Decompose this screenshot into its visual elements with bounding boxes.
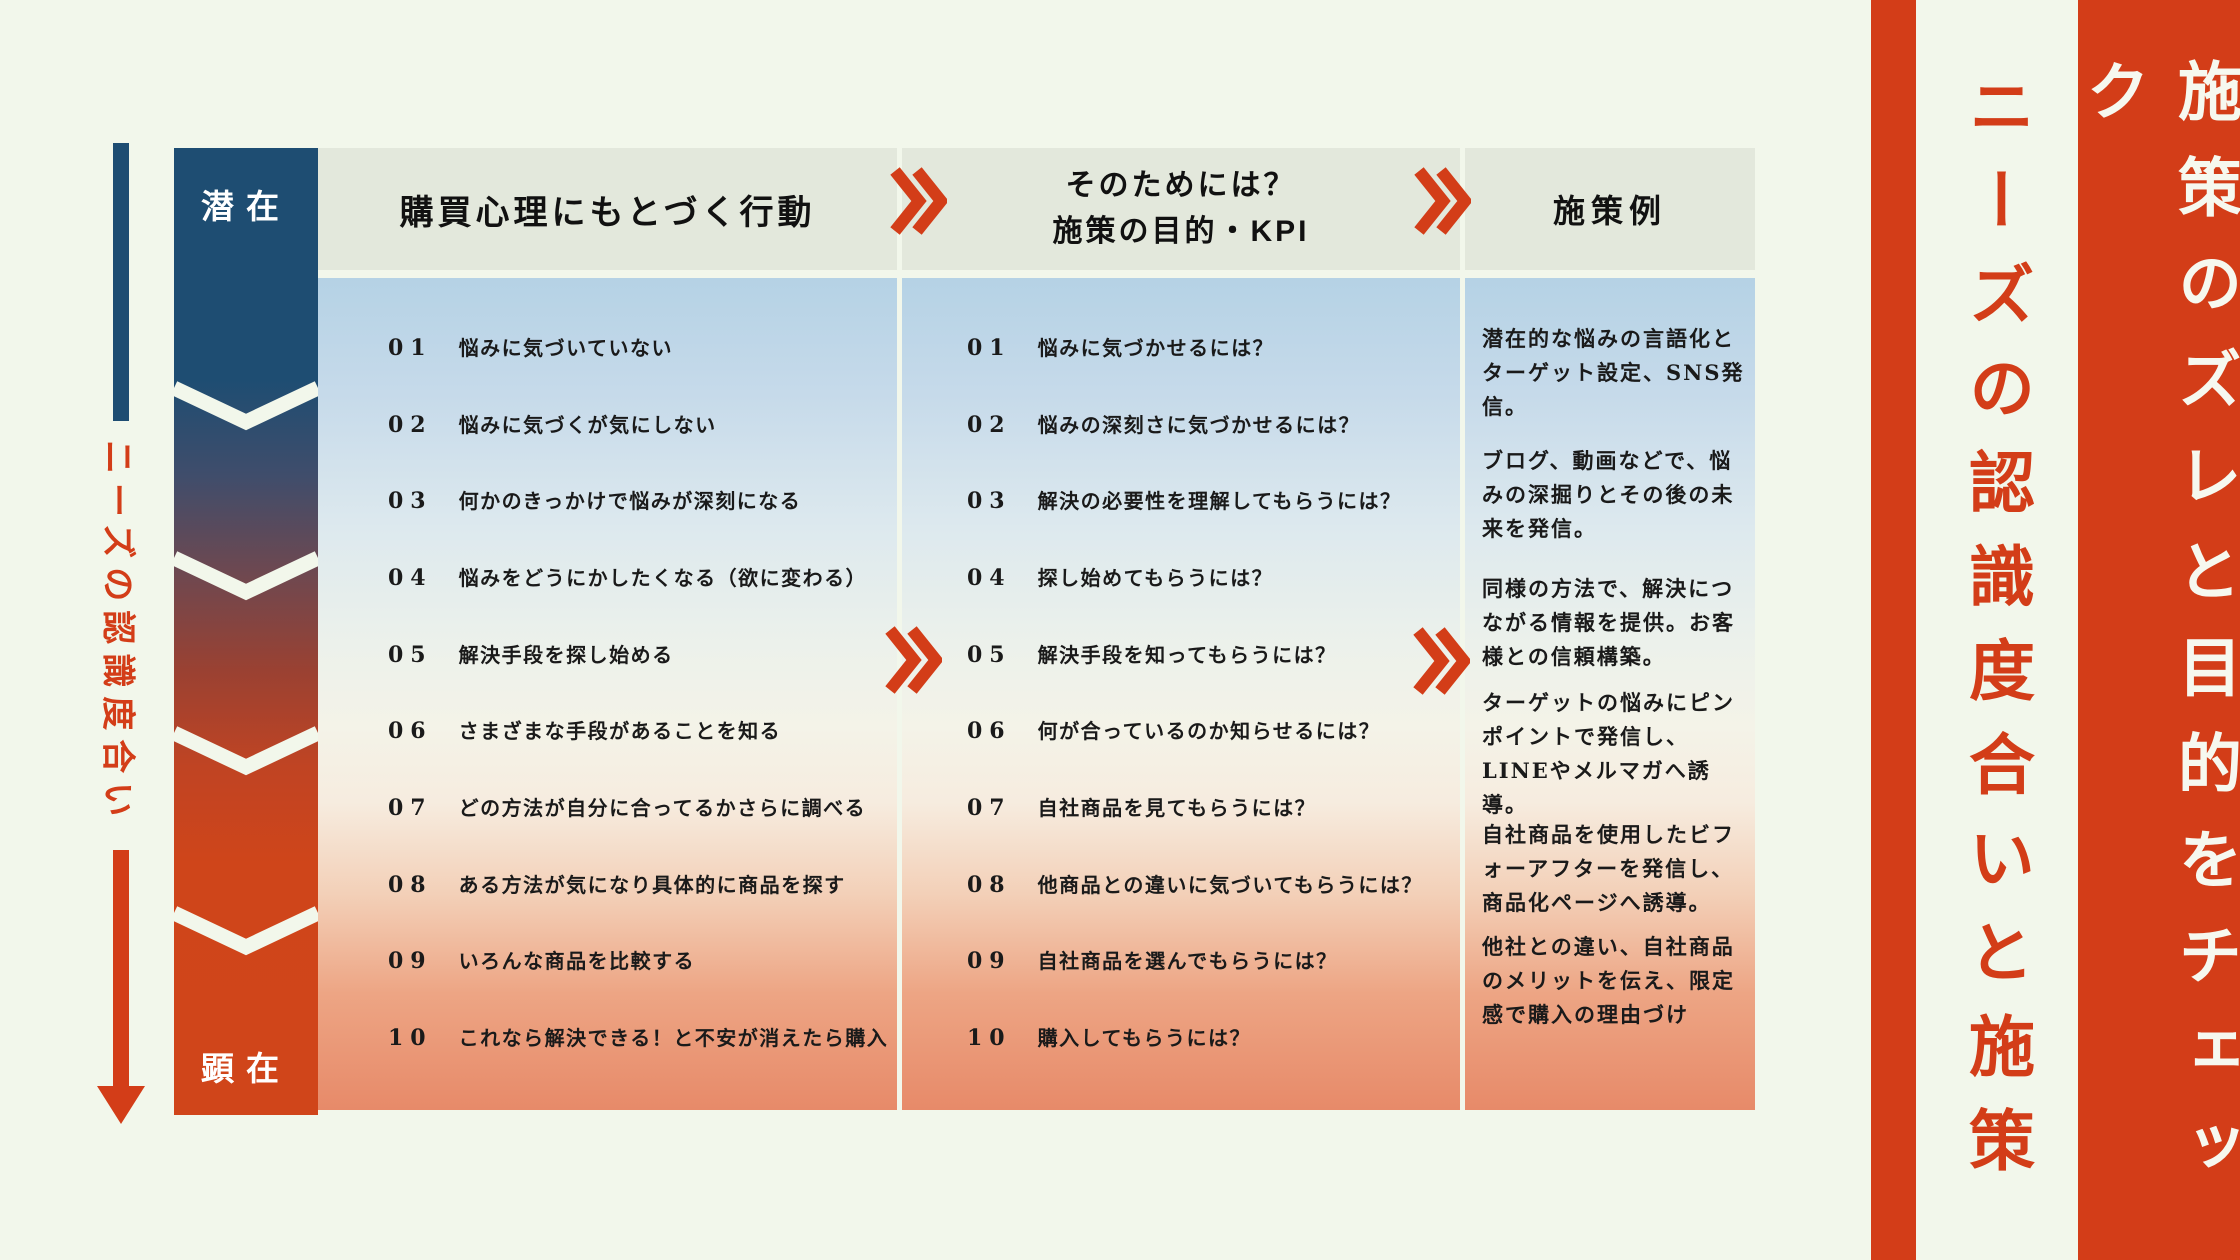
needs-axis-label-wrap: ニーズの認識度合い bbox=[90, 428, 152, 838]
row-number: 09 bbox=[388, 948, 433, 974]
double-chevron-icon bbox=[890, 167, 947, 235]
example-paragraph: ターゲットの悩みにピンポイントで発信し、LINEやメルマガへ誘導。 bbox=[1482, 690, 1735, 817]
row-number: 10 bbox=[967, 1025, 1012, 1051]
row-text: 探し始めてもらうには？ bbox=[1037, 566, 1274, 590]
table-row-kpi: 03 解決の必要性を理解してもらうには？ bbox=[967, 485, 1402, 514]
row-number: 07 bbox=[967, 795, 1012, 821]
row-text: 解決手段を知ってもらうには？ bbox=[1037, 643, 1337, 667]
vertical-red-divider bbox=[1871, 0, 1916, 1260]
example-paragraph: ブログ、動画などで、悩みの深掘りとその後の未来を発信。 bbox=[1482, 448, 1735, 541]
example-paragraph: 自社商品を使用したビフォーアフターを発信し、商品化ページへ誘導。 bbox=[1482, 822, 1735, 915]
stage-gradient-rect bbox=[174, 148, 318, 1115]
table-row-action: 10 これなら解決できる！と不安が消えたら購入 bbox=[388, 1022, 888, 1051]
row-text: 何かのきっかけで悩みが深刻になる bbox=[458, 489, 802, 513]
double-chevron-icon bbox=[1414, 167, 1471, 235]
table-row-action: 02 悩みに気づくが気にしない bbox=[388, 409, 717, 438]
table-row-action: 07 どの方法が自分に合ってるかさらに調べる bbox=[388, 792, 866, 821]
stage-chevron-divider bbox=[174, 381, 318, 431]
body-panel-examples bbox=[1465, 278, 1755, 1110]
stage-chevron-divider bbox=[174, 906, 318, 956]
header-kpi: そのためには？ 施策の目的・KPI bbox=[902, 148, 1460, 270]
needs-axis-line-bottom bbox=[113, 850, 129, 1086]
table-row-action: 04 悩みをどうにかしたくなる（欲に変わる） bbox=[388, 562, 867, 591]
row-text: ある方法が気になり具体的に商品を探す bbox=[458, 873, 846, 897]
needs-axis-line-top bbox=[113, 143, 129, 421]
body-panel-kpi bbox=[902, 278, 1460, 1110]
stage-gradient-column bbox=[174, 148, 318, 1115]
body-panel-actions bbox=[318, 278, 897, 1110]
banner-check-title: 施策のズレと目的をチェック bbox=[2077, 0, 2240, 1260]
double-chevron-icon bbox=[885, 626, 942, 694]
table-row-kpi: 09 自社商品を選んでもらうには？ bbox=[967, 945, 1338, 974]
table-row-action: 06 さまざまな手段があることを知る bbox=[388, 715, 781, 744]
header-examples-label: 施策例 bbox=[1552, 193, 1667, 229]
table-row-kpi: 07 自社商品を見てもらうには？ bbox=[967, 792, 1316, 821]
table-row-action: 09 いろんな商品を比較する bbox=[388, 945, 695, 974]
stage-chevron-divider bbox=[174, 551, 318, 601]
row-number: 04 bbox=[388, 565, 433, 591]
row-number: 06 bbox=[388, 718, 433, 744]
row-number: 04 bbox=[967, 565, 1012, 591]
row-text: これなら解決できる！と不安が消えたら購入 bbox=[458, 1026, 889, 1050]
table-row-kpi: 10 購入してもらうには？ bbox=[967, 1022, 1251, 1051]
table-row-action: 03 何かのきっかけで悩みが深刻になる bbox=[388, 485, 801, 514]
row-number: 05 bbox=[388, 642, 433, 668]
row-text: いろんな商品を比較する bbox=[458, 949, 696, 973]
row-text: 何が合っているのか知らせるには？ bbox=[1037, 719, 1381, 743]
row-number: 08 bbox=[967, 872, 1012, 898]
table-row-kpi: 04 探し始めてもらうには？ bbox=[967, 562, 1273, 591]
row-number: 07 bbox=[388, 795, 433, 821]
row-text: 自社商品を見てもらうには？ bbox=[1037, 796, 1317, 820]
stage-label-latent: 潜在 bbox=[201, 188, 291, 225]
row-text: 他商品との違いに気づいてもらうには？ bbox=[1037, 873, 1423, 897]
row-text: 悩みに気づいていない bbox=[458, 336, 674, 360]
row-number: 08 bbox=[388, 872, 433, 898]
row-number: 01 bbox=[967, 335, 1012, 361]
row-number: 01 bbox=[388, 335, 433, 361]
table-row-kpi: 05 解決手段を知ってもらうには？ bbox=[967, 639, 1337, 668]
row-text: どの方法が自分に合ってるかさらに調べる bbox=[458, 796, 867, 820]
example-paragraph: 他社との違い、自社商品のメリットを伝え、限定感で購入の理由づけ bbox=[1482, 934, 1735, 1027]
row-number: 02 bbox=[967, 412, 1012, 438]
row-text: 解決手段を探し始める bbox=[458, 643, 674, 667]
header-kpi-line1: そのためには？ bbox=[1065, 169, 1297, 202]
row-text: さまざまな手段があることを知る bbox=[458, 719, 782, 743]
example-paragraph: 同様の方法で、解決につながる情報を提供。お客様との信頼構築。 bbox=[1482, 576, 1735, 669]
table-row-action: 05 解決手段を探し始める bbox=[388, 639, 674, 668]
needs-axis-label: ニーズの認識度合い bbox=[98, 440, 137, 826]
row-number: 10 bbox=[388, 1025, 433, 1051]
stage-label-manifest: 顕在 bbox=[201, 1050, 291, 1087]
row-number: 06 bbox=[967, 718, 1012, 744]
header-kpi-line2: 施策の目的・KPI bbox=[1052, 215, 1310, 248]
stage-chevron-divider bbox=[174, 726, 318, 776]
table-row-kpi: 08 他商品との違いに気づいてもらうには？ bbox=[967, 869, 1423, 898]
down-arrow-icon bbox=[97, 1086, 145, 1124]
row-number: 03 bbox=[967, 488, 1012, 514]
row-text: 自社商品を選んでもらうには？ bbox=[1037, 949, 1338, 973]
header-actions: 購買心理にもとづく行動 bbox=[318, 148, 897, 270]
table-row-action: 08 ある方法が気になり具体的に商品を探す bbox=[388, 869, 846, 898]
row-number: 05 bbox=[967, 642, 1012, 668]
row-text: 悩みに気づかせるには？ bbox=[1037, 336, 1275, 360]
table-row-kpi: 01 悩みに気づかせるには？ bbox=[967, 332, 1274, 361]
double-chevron-icon bbox=[1413, 627, 1470, 695]
row-number: 09 bbox=[967, 948, 1012, 974]
row-text: 解決の必要性を理解してもらうには？ bbox=[1037, 489, 1402, 513]
banner-check-title-text: 施策のズレと目的をチェック bbox=[2077, 58, 2240, 1210]
row-text: 悩みに気づくが気にしない bbox=[458, 413, 717, 437]
table-row-action: 01 悩みに気づいていない bbox=[388, 332, 673, 361]
table-row-kpi: 02 悩みの深刻さに気づかせるには？ bbox=[967, 409, 1360, 438]
header-examples: 施策例 bbox=[1465, 148, 1755, 270]
row-text: 悩みをどうにかしたくなる（欲に変わる） bbox=[458, 566, 868, 590]
banner-needs-title-text: ニーズの認識度合いと施策 bbox=[1960, 72, 2034, 1200]
row-text: 悩みの深刻さに気づかせるには？ bbox=[1037, 413, 1361, 437]
row-number: 03 bbox=[388, 488, 433, 514]
row-number: 02 bbox=[388, 412, 433, 438]
row-text: 購入してもらうには？ bbox=[1037, 1026, 1252, 1050]
table-row-kpi: 06 何が合っているのか知らせるには？ bbox=[967, 715, 1380, 744]
banner-needs-title: ニーズの認識度合いと施策 bbox=[1916, 0, 2078, 1260]
header-actions-label: 購買心理にもとづく行動 bbox=[399, 193, 816, 232]
example-paragraph: 潜在的な悩みの言語化とターゲット設定、SNS発信。 bbox=[1482, 326, 1745, 419]
